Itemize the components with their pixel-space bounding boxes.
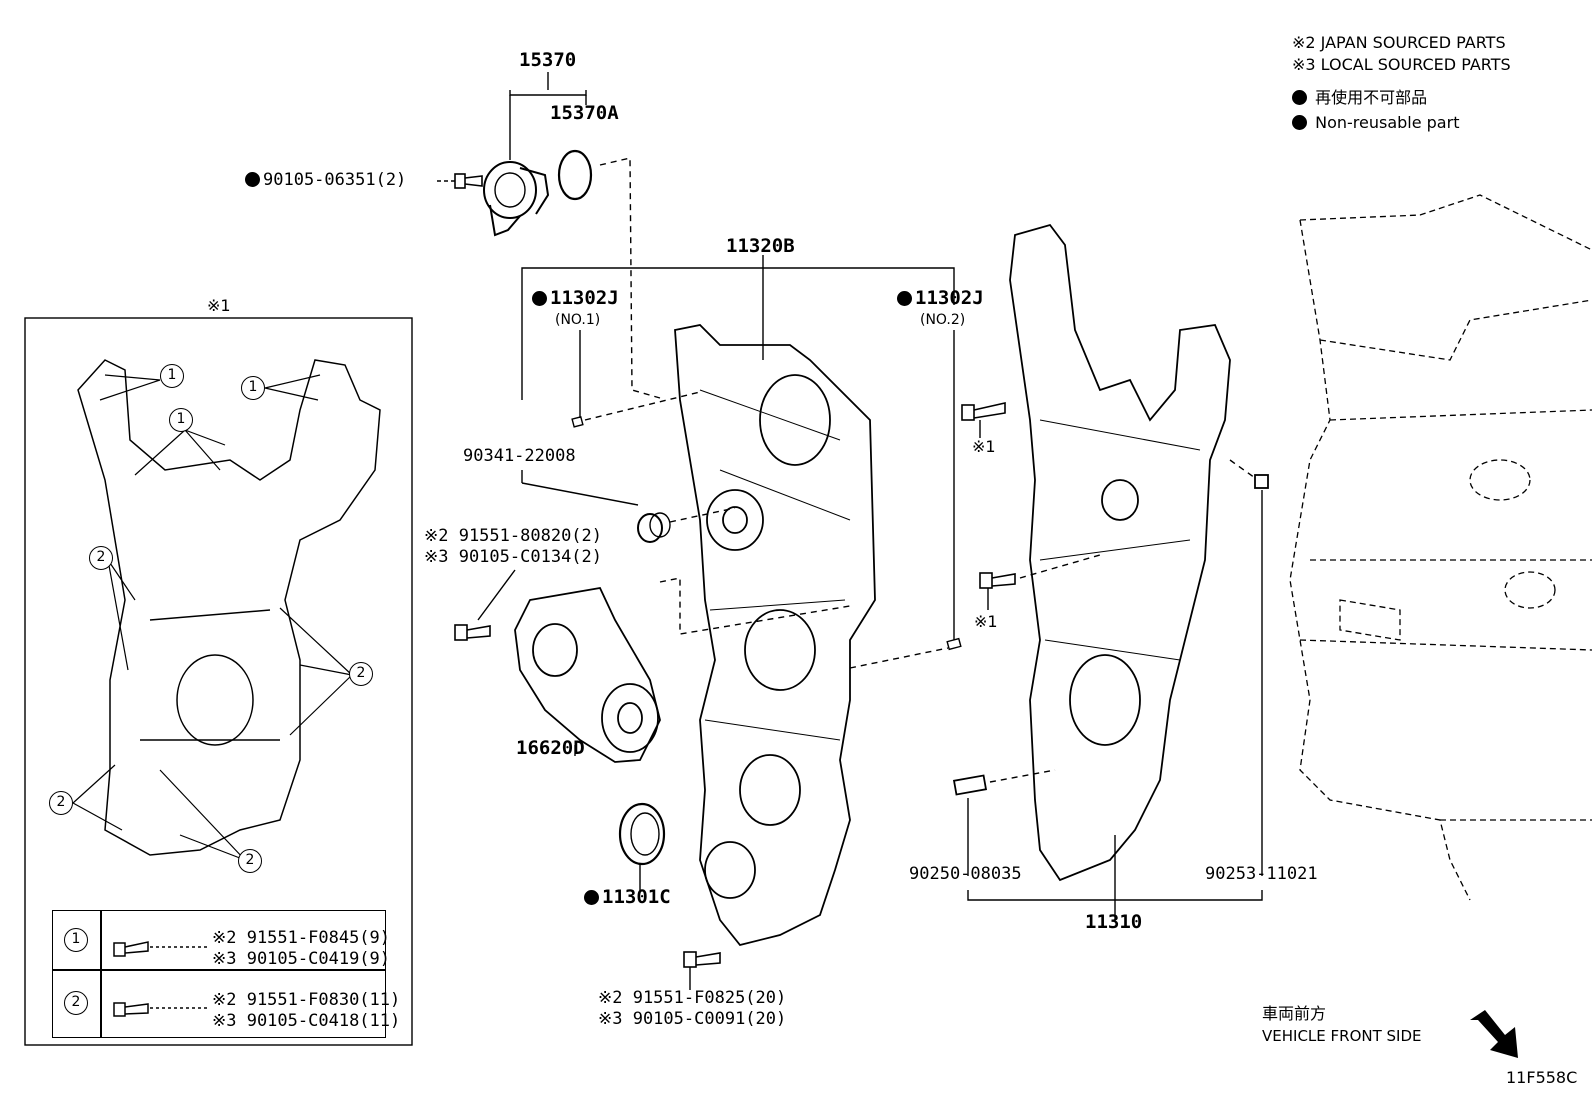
label-11310[interactable]: 11310	[1085, 911, 1143, 933]
legend-row2-japan[interactable]: ※2 91551-F0830(11)	[212, 990, 401, 1010]
label-16620D[interactable]: 16620D	[516, 737, 585, 759]
label-11320B[interactable]: 11320B	[726, 235, 795, 257]
o-ring-15370A	[557, 149, 593, 201]
note-japan-sourced: ※2 JAPAN SOURCED PARTS	[1292, 33, 1506, 52]
bolt-90105-06351	[454, 173, 483, 189]
group-box-label: ※1	[207, 296, 231, 315]
seal-housing-15370	[483, 161, 550, 237]
nonreusable-dot-icon	[532, 291, 547, 306]
oil-seal-11301C	[618, 802, 666, 866]
legend-table	[52, 910, 386, 1038]
legend-callout-1: 1	[64, 928, 88, 952]
legend-row1-local[interactable]: ※3 90105-C0419(9)	[212, 949, 391, 969]
direction-en: VEHICLE FRONT SIDE	[1262, 1027, 1422, 1045]
tensioner-16620D	[514, 586, 661, 763]
callout-1[interactable]: 1	[169, 408, 193, 432]
bolt-x1-lower	[979, 572, 1016, 589]
group-x1-cover-outline	[77, 359, 381, 856]
callout-2[interactable]: 2	[349, 662, 373, 686]
callout-leaders	[72, 374, 353, 861]
legend-column-divider	[100, 910, 102, 1038]
label-91551-F0825[interactable]: ※2 91551-F0825(20)	[598, 988, 787, 1008]
note-nonreusable-en: Non-reusable part	[1292, 113, 1459, 133]
legend-row2-local[interactable]: ※3 90105-C0418(11)	[212, 1011, 401, 1031]
figure-id: 11F558C	[1506, 1068, 1578, 1087]
pin-90253-11021	[1254, 474, 1269, 489]
label-91551-80820[interactable]: ※2 91551-80820(2)	[424, 526, 603, 546]
label-15370[interactable]: 15370	[519, 49, 577, 71]
label-90253-11021[interactable]: 90253-11021	[1205, 864, 1318, 884]
front-direction-arrow-icon	[1470, 1010, 1518, 1058]
engine-block-outline	[1289, 194, 1592, 901]
label-90250-08035[interactable]: 90250-08035	[909, 864, 1022, 884]
callout-1[interactable]: 1	[160, 364, 184, 388]
nonreusable-dot-icon	[245, 172, 260, 187]
bolt-91551-80820	[454, 624, 491, 641]
nonreusable-dot-icon	[584, 890, 599, 905]
label-90341-22008[interactable]: 90341-22008	[463, 446, 576, 466]
label-11302J-no1-sub: (NO.1)	[555, 312, 601, 328]
timing-chain-cover-11320B	[674, 324, 876, 947]
label-11302J-no2-sub: (NO.2)	[920, 312, 966, 328]
label-11301C[interactable]: 11301C	[584, 887, 671, 907]
callout-2[interactable]: 2	[49, 791, 73, 815]
label-11302J-no2[interactable]: 11302J	[897, 288, 984, 308]
legend-bolt-1	[113, 941, 149, 957]
timing-cover-11310	[1009, 223, 1231, 882]
callout-2[interactable]: 2	[89, 546, 113, 570]
plug-90341-22008	[637, 512, 671, 543]
label-15370A[interactable]: 15370A	[550, 102, 619, 124]
label-x1-upper: ※1	[972, 437, 996, 456]
direction-jp: 車両前方	[1262, 1004, 1327, 1023]
legend-callout-2: 2	[64, 991, 88, 1015]
legend-bolt-2	[113, 1002, 149, 1017]
legend-divider	[52, 969, 386, 971]
callout-1[interactable]: 1	[241, 376, 265, 400]
nonreusable-dot-icon	[897, 291, 912, 306]
nonreusable-dot-icon	[1292, 90, 1307, 105]
label-90105-C0091[interactable]: ※3 90105-C0091(20)	[598, 1009, 787, 1029]
label-90105-C0134[interactable]: ※3 90105-C0134(2)	[424, 547, 603, 567]
nonreusable-dot-icon	[1292, 115, 1307, 130]
note-local-sourced: ※3 LOCAL SOURCED PARTS	[1292, 55, 1511, 74]
callout-2[interactable]: 2	[238, 849, 262, 873]
pin-90250-08035	[952, 774, 988, 796]
bolt-91551-F0825	[683, 951, 721, 968]
label-x1-lower: ※1	[974, 612, 998, 631]
label-90105-06351[interactable]: 90105-06351(2)	[245, 170, 406, 190]
note-nonreusable-jp: 再使用不可部品	[1292, 88, 1427, 108]
group-box-outline	[24, 317, 413, 1046]
bolt-x1-upper	[961, 401, 1006, 421]
legend-row1-japan[interactable]: ※2 91551-F0845(9)	[212, 928, 391, 948]
label-11302J-no1[interactable]: 11302J	[532, 288, 619, 308]
